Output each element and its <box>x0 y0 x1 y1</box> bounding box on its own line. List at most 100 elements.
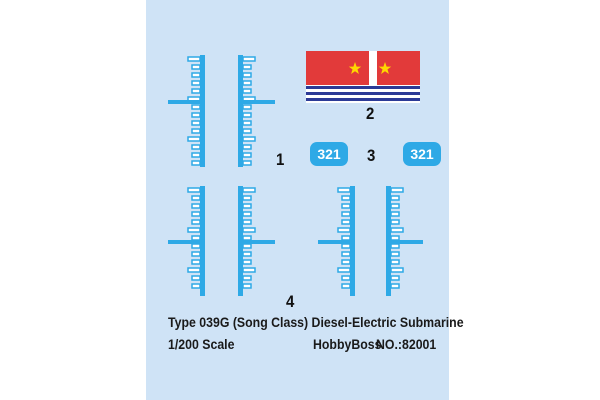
star-icon <box>348 62 362 74</box>
draft-mark-ladder <box>168 186 205 296</box>
ladder-rung <box>242 160 252 166</box>
ladder-rung <box>187 187 201 193</box>
draft-mark-ladder <box>386 186 423 296</box>
ladder-rung <box>242 235 252 241</box>
ladder-rung <box>242 203 252 209</box>
ladder-rung <box>390 195 400 201</box>
hull-number-decal-left: 321 <box>310 142 348 166</box>
ladder-rung <box>191 128 201 134</box>
star-icon <box>378 62 392 74</box>
ladder-rung <box>191 235 201 241</box>
hull-number-text: 321 <box>410 146 434 162</box>
ladder-spine <box>200 55 205 167</box>
ladder-rung <box>191 88 201 94</box>
ladder-rung <box>191 72 201 78</box>
model-title: Type 039G (Song Class) Diesel-Electric S… <box>168 314 464 330</box>
ladder-arm <box>391 240 423 244</box>
ladder-rung <box>390 219 400 225</box>
ladder-rung <box>390 203 400 209</box>
ladder-rung <box>242 120 252 126</box>
ladder-rung <box>191 219 201 225</box>
ladder-rung <box>337 267 351 273</box>
ladder-rung <box>242 144 252 150</box>
ladder-rung <box>191 120 201 126</box>
ladder-rung <box>341 275 351 281</box>
ladder-rung <box>191 80 201 86</box>
ladder-rung <box>242 251 252 257</box>
ladder-rung <box>242 64 252 70</box>
ladder-rung <box>341 251 351 257</box>
ladder-rung <box>191 211 201 217</box>
ladder-rung <box>191 104 201 110</box>
ladder-rung <box>242 259 252 265</box>
ladder-rung <box>242 88 252 94</box>
ladder-spine <box>238 55 243 167</box>
ladder-rung <box>187 227 201 233</box>
draft-mark-ladder <box>168 55 205 167</box>
ladder-rung <box>242 152 252 158</box>
ladder-rung <box>242 136 256 142</box>
ladder-rung <box>341 243 351 249</box>
ladder-rung <box>191 275 201 281</box>
ladder-rung <box>191 243 201 249</box>
hull-number-badge <box>403 142 441 166</box>
hull-number-decal-right: 321 <box>403 142 441 166</box>
ladder-rung <box>341 259 351 265</box>
ladder-rung <box>242 112 252 118</box>
ladder-rung <box>191 152 201 158</box>
ladder-rung <box>191 259 201 265</box>
hull-number-text: 321 <box>317 146 341 162</box>
ladder-rung <box>242 72 252 78</box>
draft-marks-group <box>168 55 423 296</box>
draft-mark-ladder <box>238 55 275 167</box>
ladder-rung <box>242 195 252 201</box>
ladder-rung <box>337 227 351 233</box>
flag-blue-stripe <box>306 86 420 89</box>
ladder-rung <box>390 251 400 257</box>
ladder-spine <box>200 186 205 296</box>
ladder-rung <box>390 275 400 281</box>
ladder-rung <box>242 275 252 281</box>
ladder-rung <box>390 235 400 241</box>
ladder-rung <box>242 267 256 273</box>
ladder-rung <box>242 56 256 62</box>
part-number-4: 4 <box>286 292 295 311</box>
flag-blue-stripe <box>306 98 420 101</box>
ladder-rung <box>242 219 252 225</box>
hull-number-badge <box>310 142 348 166</box>
ladder-rung <box>242 283 252 289</box>
ladder-arm <box>168 240 200 244</box>
ladder-rung <box>191 144 201 150</box>
part-number-1: 1 <box>276 150 285 169</box>
ladder-rung <box>187 136 201 142</box>
draft-mark-ladder <box>238 186 275 296</box>
draft-mark-ladder <box>318 186 355 296</box>
flag-blue-stripe <box>306 92 420 95</box>
ladder-rung <box>191 251 201 257</box>
ladder-rung <box>191 160 201 166</box>
brand-name: HobbyBoss <box>313 336 382 352</box>
ladder-rung <box>191 203 201 209</box>
part-number-2: 2 <box>366 104 375 123</box>
ladder-rung <box>191 112 201 118</box>
ladder-rung <box>341 195 351 201</box>
ladder-rung <box>390 187 404 193</box>
ladder-rung <box>337 187 351 193</box>
ladder-rung <box>242 227 256 233</box>
ladder-rung <box>187 267 201 273</box>
ladder-spine <box>350 186 355 296</box>
ladder-rung <box>242 128 252 134</box>
ladder-rung <box>341 235 351 241</box>
ladder-rung <box>242 211 252 217</box>
ladder-arm <box>243 240 275 244</box>
ladder-arm <box>168 100 200 104</box>
ladder-rung <box>191 283 201 289</box>
ladder-arm <box>318 240 350 244</box>
naval-ensign-flag <box>306 51 420 103</box>
model-scale: 1/200 Scale <box>168 336 235 352</box>
ladder-rung <box>187 56 201 62</box>
ladder-rung <box>341 211 351 217</box>
ladder-rung <box>390 211 400 217</box>
ladder-rung <box>390 259 400 265</box>
